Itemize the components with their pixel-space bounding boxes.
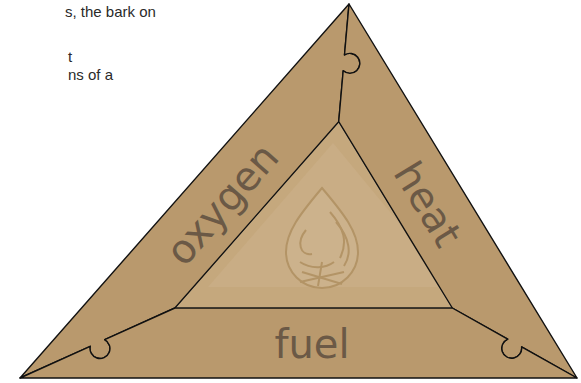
piece-shape xyxy=(20,4,360,378)
text-fragment: t xyxy=(68,48,72,66)
piece-shape xyxy=(20,308,577,378)
piece-shape xyxy=(339,4,577,378)
piece-label: fuel xyxy=(274,324,349,364)
text-fragment: ns of a xyxy=(68,66,113,84)
inner-inset xyxy=(208,143,452,287)
text-fragment: s, the bark on xyxy=(65,3,156,21)
inner-triangle xyxy=(175,122,452,308)
flame-icon xyxy=(286,188,358,288)
piece-label: oxygen xyxy=(159,136,285,272)
piece-label: heat xyxy=(387,155,468,253)
